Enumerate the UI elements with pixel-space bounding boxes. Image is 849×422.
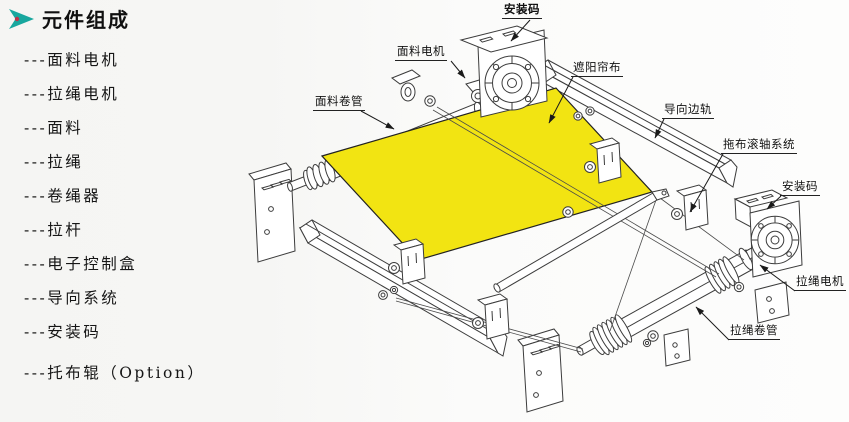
list-item: ---拉杆 <box>24 221 84 239</box>
roller-system-brackets <box>378 70 789 366</box>
list-item: ---卷绳器 <box>24 187 102 205</box>
callout-label: 安装码 <box>782 181 818 193</box>
callout-leader-lines <box>361 20 795 340</box>
cord-roll-tube-part <box>576 245 761 356</box>
callout-label: 遮阳帘布 <box>573 62 621 74</box>
callout-label: 拉绳电机 <box>796 276 844 288</box>
callout-guide-side-rail: 导向边轨 <box>662 104 714 119</box>
list-item: ---拉绳电机 <box>24 85 120 103</box>
callout-label: 导向边轨 <box>664 104 712 116</box>
list-item: ---安装码 <box>24 323 102 341</box>
cord-motor-assembly <box>735 190 802 277</box>
pull-bar <box>493 189 669 293</box>
list-item: ---电子控制盒 <box>24 255 138 273</box>
callout-cloth-roller-system: 拖布滚轴系统 <box>721 139 797 154</box>
list-item: ---托布辊（Option） <box>24 364 206 382</box>
side-mount-plate-left <box>249 163 295 262</box>
callout-fabric-motor: 面料电机 <box>395 46 447 61</box>
callout-cord-roll-tube: 拉绳卷管 <box>728 325 780 340</box>
arrow-icon <box>9 8 34 29</box>
component-list: ---面料电机 ---拉绳电机 ---面料 ---拉绳 ---卷绳器 ---拉杆… <box>24 48 238 383</box>
callout-fabric-roll-tube: 面料卷管 <box>313 96 365 111</box>
callout-label: 安装码 <box>504 4 540 16</box>
fabric-motor-assembly <box>461 26 547 117</box>
callout-mount-bracket-right: 安装码 <box>780 181 820 196</box>
panel-title-row: 元件组成 <box>8 4 238 33</box>
callout-label: 拉绳卷管 <box>730 325 778 337</box>
callout-mount-bracket-top: 安装码 <box>502 4 542 19</box>
list-item: ---导向系统 <box>24 289 120 307</box>
callout-cord-motor: 拉绳电机 <box>794 276 846 291</box>
list-item: ---面料 <box>24 119 84 137</box>
list-item: ---拉绳 <box>24 153 84 171</box>
callout-shade-curtain-fabric: 遮阳帘布 <box>571 62 623 77</box>
panel-title: 元件组成 <box>42 10 130 32</box>
callout-label: 拖布滚轴系统 <box>723 139 795 151</box>
guide-rail-lower <box>300 220 507 356</box>
callout-label: 面料卷管 <box>315 96 363 108</box>
component-list-panel: 元件组成 ---面料电机 ---拉绳电机 ---面料 ---拉绳 ---卷绳器 … <box>8 4 238 395</box>
callout-label: 面料电机 <box>397 46 445 58</box>
list-item: ---面料电机 <box>24 51 120 69</box>
side-mount-plate-bottom <box>518 329 563 412</box>
